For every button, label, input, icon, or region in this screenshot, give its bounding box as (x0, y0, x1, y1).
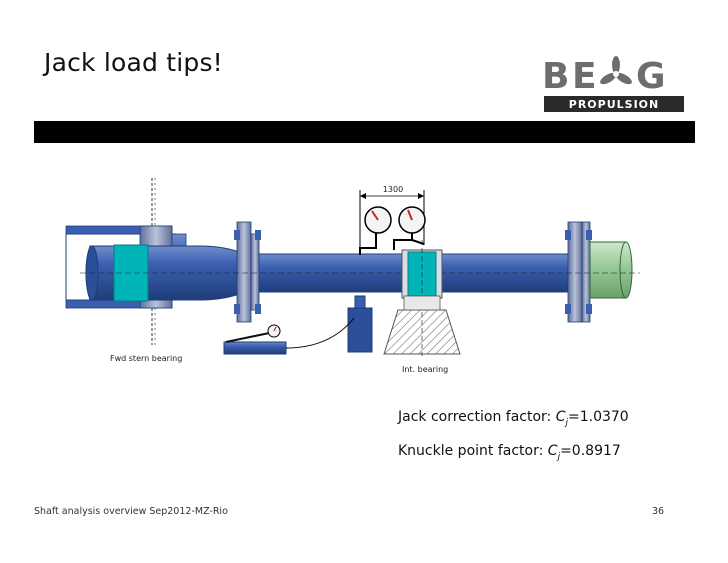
jack-correction-factor: Jack correction factor: Cj=1.0370 (398, 409, 629, 428)
hand-pump (223, 317, 355, 355)
stern-bearing-label: Fwd stern bearing (110, 354, 182, 363)
svg-text:G: G (636, 56, 666, 97)
intermediate-bearing (383, 240, 461, 356)
header-band (34, 121, 695, 143)
slide-title: Jack load tips! (44, 48, 223, 77)
dial-gauge-assembly (359, 190, 426, 255)
propeller-icon (600, 56, 632, 85)
bulkhead-wall (151, 178, 156, 345)
page-number: 36 (652, 506, 665, 517)
footer-text: Shaft analysis overview Sep2012-MZ-Rio (34, 506, 228, 517)
svg-text:PROPULSION: PROPULSION (569, 98, 659, 111)
hydraulic-jack (347, 295, 373, 353)
svg-text:B: B (542, 56, 570, 97)
berg-propulsion-logo: B E G PROPULSION (542, 56, 684, 112)
knuckle-point-factor: Knuckle point factor: Cj=0.8917 (398, 443, 621, 462)
int-bearing-label: Int. bearing (402, 365, 448, 374)
dimension-label: 1300 (383, 185, 403, 194)
shaft-diagram: 1300 Fwd stern bearing Int. bearing (65, 178, 640, 374)
svg-text:E: E (572, 56, 597, 97)
left-flange (234, 221, 261, 323)
right-flange (565, 221, 592, 323)
